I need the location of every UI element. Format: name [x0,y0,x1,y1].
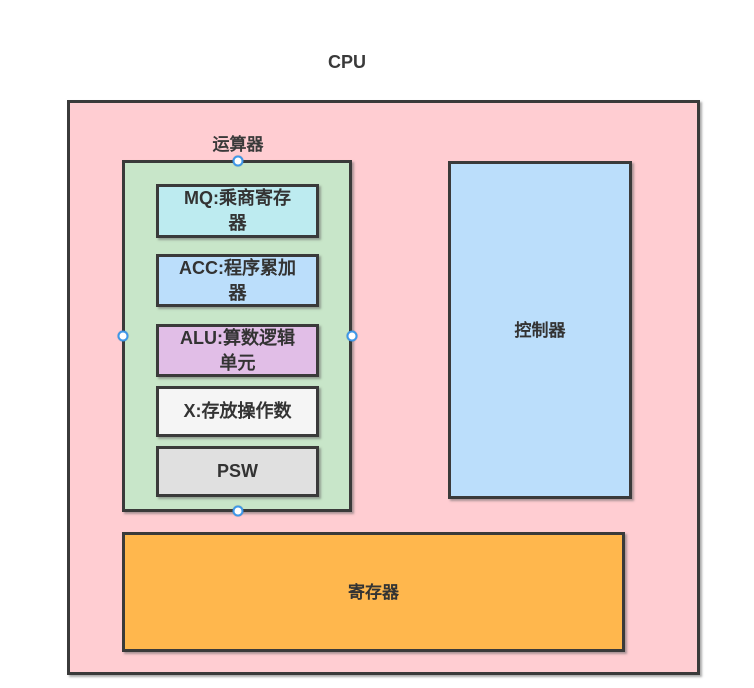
x-operand-box[interactable]: X:存放操作数 [156,386,319,437]
controller-box[interactable]: 控制器 [448,161,632,499]
psw-box[interactable]: PSW [156,446,319,497]
selection-handle-right-icon[interactable] [346,330,358,342]
controller-label: 控制器 [514,320,566,340]
alu-group-label[interactable]: 运算器 [212,135,264,154]
registers-box[interactable]: 寄存器 [122,532,625,652]
mq-register-label: MQ:乘商寄存 器 [184,188,291,233]
selection-handle-left-icon[interactable] [117,330,129,342]
x-operand-label: X:存放操作数 [183,401,292,421]
selection-handle-top-icon[interactable] [232,155,244,167]
selection-handle-bottom-icon[interactable] [232,505,244,517]
psw-label: PSW [216,461,258,481]
alu-logic-unit-box[interactable]: ALU:算数逻辑 单元 [156,324,319,377]
acc-accumulator-box[interactable]: ACC:程序累加 器 [156,254,319,307]
mq-register-box[interactable]: MQ:乘商寄存 器 [156,184,319,238]
acc-accumulator-label: ACC:程序累加 器 [179,257,296,303]
cpu-title-label[interactable]: CPU [327,52,366,72]
registers-label: 寄存器 [348,582,399,602]
alu-logic-unit-label: ALU:算数逻辑 单元 [180,327,295,373]
